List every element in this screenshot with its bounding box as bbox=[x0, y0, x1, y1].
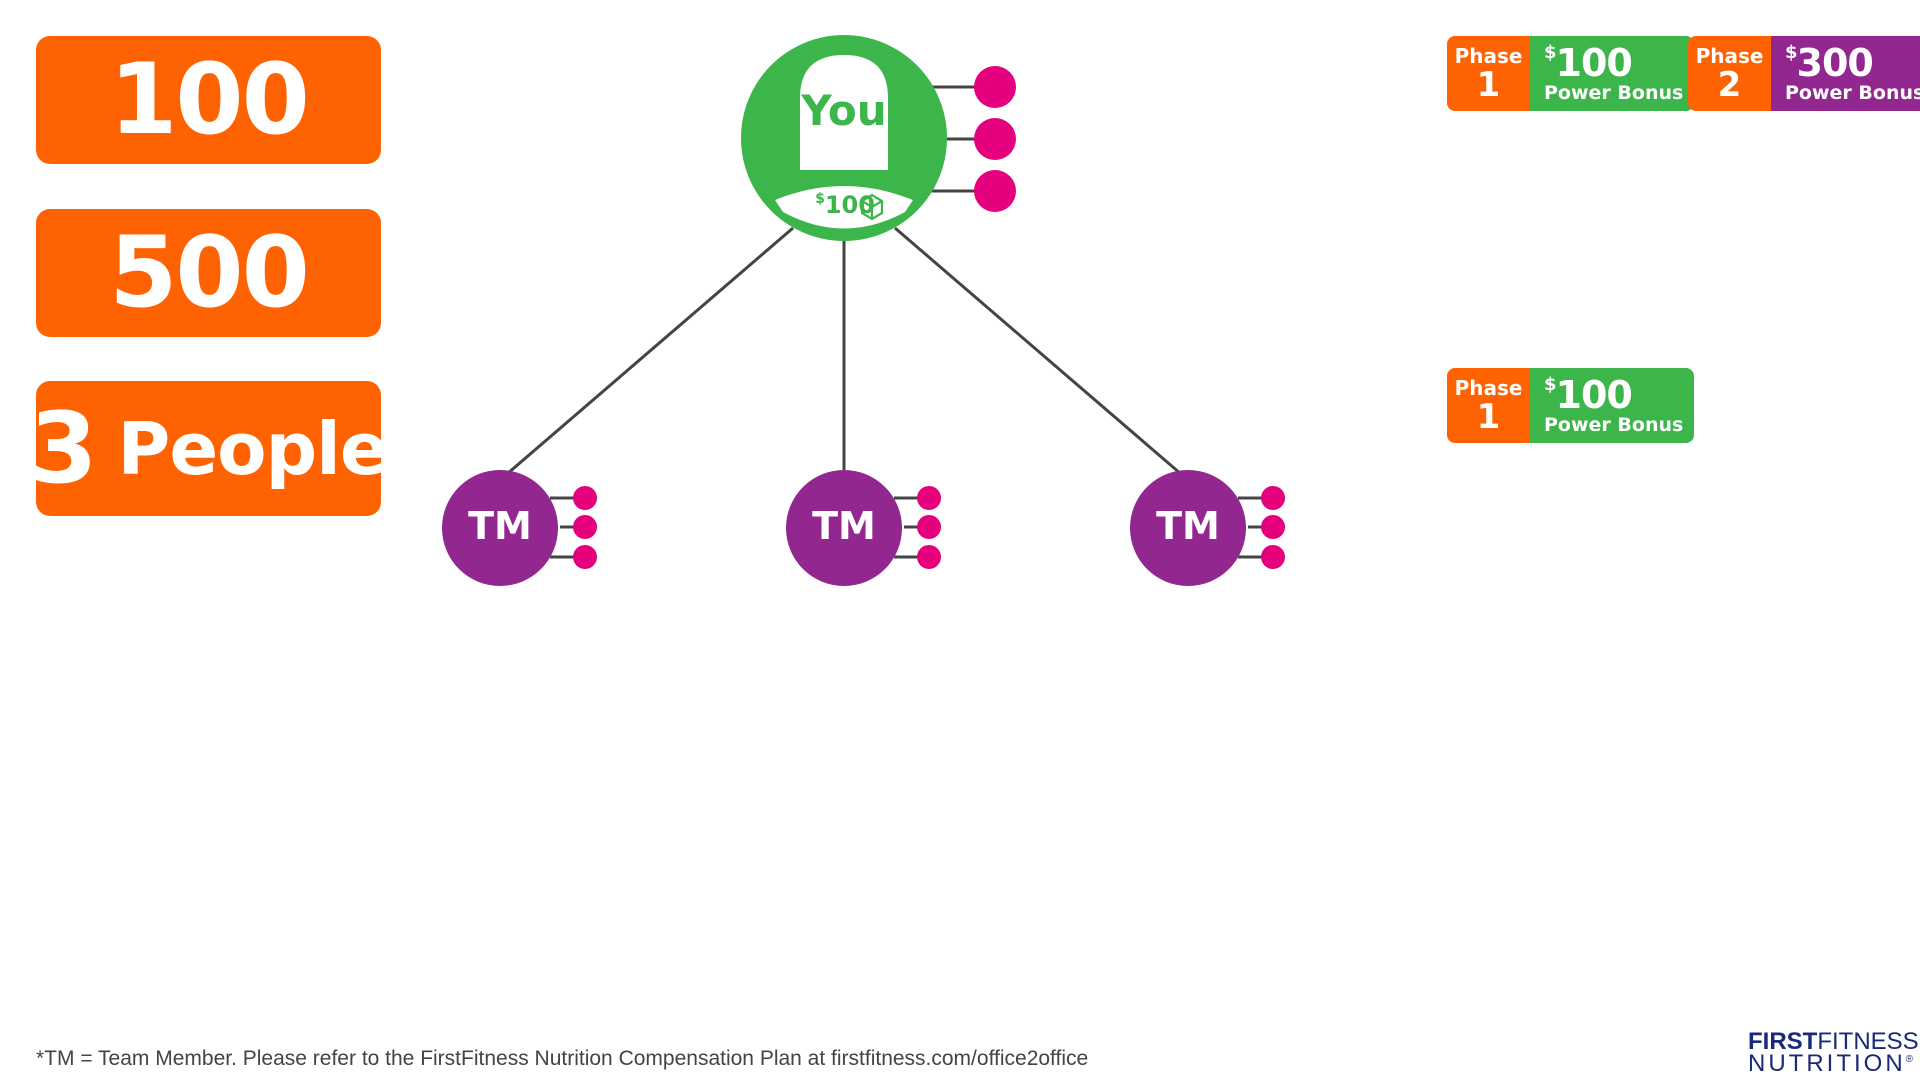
phase-block: Phase 1 bbox=[1447, 36, 1530, 111]
phase-1-badge: Phase 1 $100 Power Bonus bbox=[1447, 36, 1694, 111]
phase-2-badge: Phase 2 $300 Power Bonus bbox=[1688, 36, 1920, 111]
bonus-amount: $100 bbox=[1544, 41, 1633, 85]
tm-circle bbox=[1130, 470, 1246, 586]
product-box-icon bbox=[860, 193, 884, 221]
bonus-block: $100 Power Bonus bbox=[1530, 368, 1694, 443]
stat-label: People bbox=[117, 406, 389, 491]
stat-box-500: 500 bbox=[36, 209, 381, 337]
pending-member-dot bbox=[974, 170, 1016, 212]
pending-member-dot bbox=[573, 486, 597, 510]
pending-member-dot bbox=[974, 118, 1016, 160]
phase-label: Phase bbox=[1695, 43, 1764, 68]
connector-line bbox=[499, 226, 794, 482]
pending-member-dot bbox=[573, 545, 597, 569]
connector-line bbox=[894, 226, 1189, 482]
tm-circle bbox=[786, 470, 902, 586]
phase-number: 1 bbox=[1476, 64, 1501, 105]
stat-box-100: 100 bbox=[36, 36, 381, 164]
pending-member-dot bbox=[573, 515, 597, 539]
you-amount: 100 bbox=[824, 191, 875, 219]
tm-node-3 bbox=[1130, 470, 1285, 586]
stat-value: 500 bbox=[109, 216, 310, 330]
you-label: You bbox=[801, 86, 887, 135]
tm-label: TM bbox=[468, 504, 532, 548]
phase-label: Phase bbox=[1454, 43, 1523, 68]
pending-member-dot bbox=[1261, 545, 1285, 569]
you-node bbox=[741, 35, 1016, 241]
tm-label: TM bbox=[1156, 504, 1220, 548]
tm-node-2 bbox=[786, 470, 941, 586]
bonus-block: $100 Power Bonus bbox=[1530, 36, 1694, 111]
stat-value: 100 bbox=[109, 43, 310, 157]
phase-number: 1 bbox=[1476, 396, 1501, 437]
person-shoulders-icon bbox=[775, 186, 913, 229]
pending-member-dot bbox=[974, 66, 1016, 108]
tm-circle bbox=[442, 470, 558, 586]
pending-member-dot bbox=[1261, 486, 1285, 510]
phase-label: Phase bbox=[1454, 375, 1523, 400]
pending-member-dot bbox=[917, 545, 941, 569]
firstfitness-logo: FIRSTFITNESS NUTRITION® bbox=[1748, 1028, 1919, 1077]
pending-member-dot bbox=[1261, 515, 1285, 539]
phase-1-badge-lower: Phase 1 $100 Power Bonus bbox=[1447, 368, 1694, 443]
bonus-amount: $300 bbox=[1785, 41, 1874, 85]
stat-value: 3 bbox=[29, 391, 97, 506]
tm-node-1 bbox=[442, 470, 597, 586]
you-value: $100 bbox=[800, 191, 890, 219]
person-silhouette-icon bbox=[800, 55, 888, 170]
bonus-amount: $100 bbox=[1544, 373, 1633, 417]
phase-block: Phase 1 bbox=[1447, 368, 1530, 443]
footnote: *TM = Team Member. Please refer to the F… bbox=[36, 1047, 1089, 1070]
bonus-label: Power Bonus bbox=[1544, 414, 1684, 436]
phase-block: Phase 2 bbox=[1688, 36, 1771, 111]
tm-label: TM bbox=[812, 504, 876, 548]
stat-box-people: 3 People bbox=[29, 381, 389, 516]
currency-symbol: $ bbox=[815, 191, 825, 207]
phase-number: 2 bbox=[1717, 64, 1742, 105]
pending-member-dot bbox=[917, 486, 941, 510]
bonus-block: $300 Power Bonus bbox=[1771, 36, 1920, 111]
bonus-label: Power Bonus bbox=[1544, 82, 1684, 104]
bonus-label: Power Bonus bbox=[1785, 82, 1920, 104]
pending-member-dot bbox=[917, 515, 941, 539]
